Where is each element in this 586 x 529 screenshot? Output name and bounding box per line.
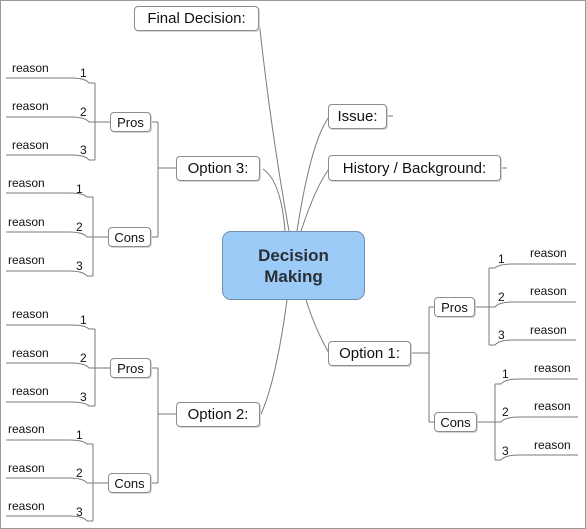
option2-node[interactable]: Option 2: <box>176 402 260 427</box>
option2-cons-node[interactable]: Cons <box>108 473 151 493</box>
option1-pros-node[interactable]: Pros <box>434 297 475 317</box>
option3-pros-node[interactable]: Pros <box>110 112 151 132</box>
option1-pros-number-1: 1 <box>498 252 505 266</box>
option3-cons-reason-3[interactable]: reason <box>8 253 45 267</box>
option1-node[interactable]: Option 1: <box>328 341 411 366</box>
connector-option3 <box>262 168 286 232</box>
option3-cons-reason-2[interactable]: reason <box>8 215 45 229</box>
option2-pros-node[interactable]: Pros <box>110 358 151 378</box>
option2-cons-reason-2[interactable]: reason <box>8 461 45 475</box>
option3-pros-number-1: 1 <box>80 66 87 80</box>
option1-cons-number-2: 2 <box>502 405 509 419</box>
option3-pros-number-3: 3 <box>80 143 87 157</box>
option3-pros-reason-3[interactable]: reason <box>12 138 49 152</box>
connector-option1 <box>305 299 330 354</box>
option2-cons-number-2: 2 <box>76 466 83 480</box>
final-decision-node[interactable]: Final Decision: <box>134 6 259 31</box>
option2-cons-reason-1[interactable]: reason <box>8 422 45 436</box>
option2-cons-number-1: 1 <box>76 428 83 442</box>
option1-pros-reason-1[interactable]: reason <box>530 246 567 260</box>
option3-pros-reason-1[interactable]: reason <box>12 61 49 75</box>
option1-cons-number-1: 1 <box>502 367 509 381</box>
option3-cons-number-2: 2 <box>76 220 83 234</box>
connector-history <box>300 168 330 232</box>
option1-cons-node[interactable]: Cons <box>434 412 477 432</box>
option3-cons-node[interactable]: Cons <box>108 227 151 247</box>
option2-pros-number-1: 1 <box>80 313 87 327</box>
option2-pros-number-3: 3 <box>80 390 87 404</box>
option3-node[interactable]: Option 3: <box>176 156 260 181</box>
option2-pros-reason-1[interactable]: reason <box>12 307 49 321</box>
option1-cons-reason-3[interactable]: reason <box>534 438 571 452</box>
option1-pros-reason-2[interactable]: reason <box>530 284 567 298</box>
option2-cons-number-3: 3 <box>76 505 83 519</box>
option1-cons-number-3: 3 <box>502 444 509 458</box>
option1-pros-reason-3[interactable]: reason <box>530 323 567 337</box>
option2-pros-reason-3[interactable]: reason <box>12 384 49 398</box>
option3-pros-reason-2[interactable]: reason <box>12 99 49 113</box>
issue-node[interactable]: Issue: <box>328 104 387 129</box>
central-topic-line1: Decision <box>258 245 329 265</box>
connector-final-decision <box>258 20 290 232</box>
option2-pros-reason-2[interactable]: reason <box>12 346 49 360</box>
option3-cons-reason-1[interactable]: reason <box>8 176 45 190</box>
option1-cons-reason-2[interactable]: reason <box>534 399 571 413</box>
central-topic-line2: Making <box>264 266 323 286</box>
option1-pros-number-2: 2 <box>498 290 505 304</box>
option3-pros-number-2: 2 <box>80 105 87 119</box>
option2-pros-number-2: 2 <box>80 351 87 365</box>
central-topic[interactable]: Decision Making <box>222 231 365 300</box>
history-background-node[interactable]: History / Background: <box>328 155 501 181</box>
connector-option2 <box>260 299 288 415</box>
option3-cons-number-3: 3 <box>76 259 83 273</box>
option1-cons-reason-1[interactable]: reason <box>534 361 571 375</box>
option3-cons-number-1: 1 <box>76 182 83 196</box>
option1-pros-number-3: 3 <box>498 328 505 342</box>
connector-issue <box>296 116 330 232</box>
option2-cons-reason-3[interactable]: reason <box>8 499 45 513</box>
